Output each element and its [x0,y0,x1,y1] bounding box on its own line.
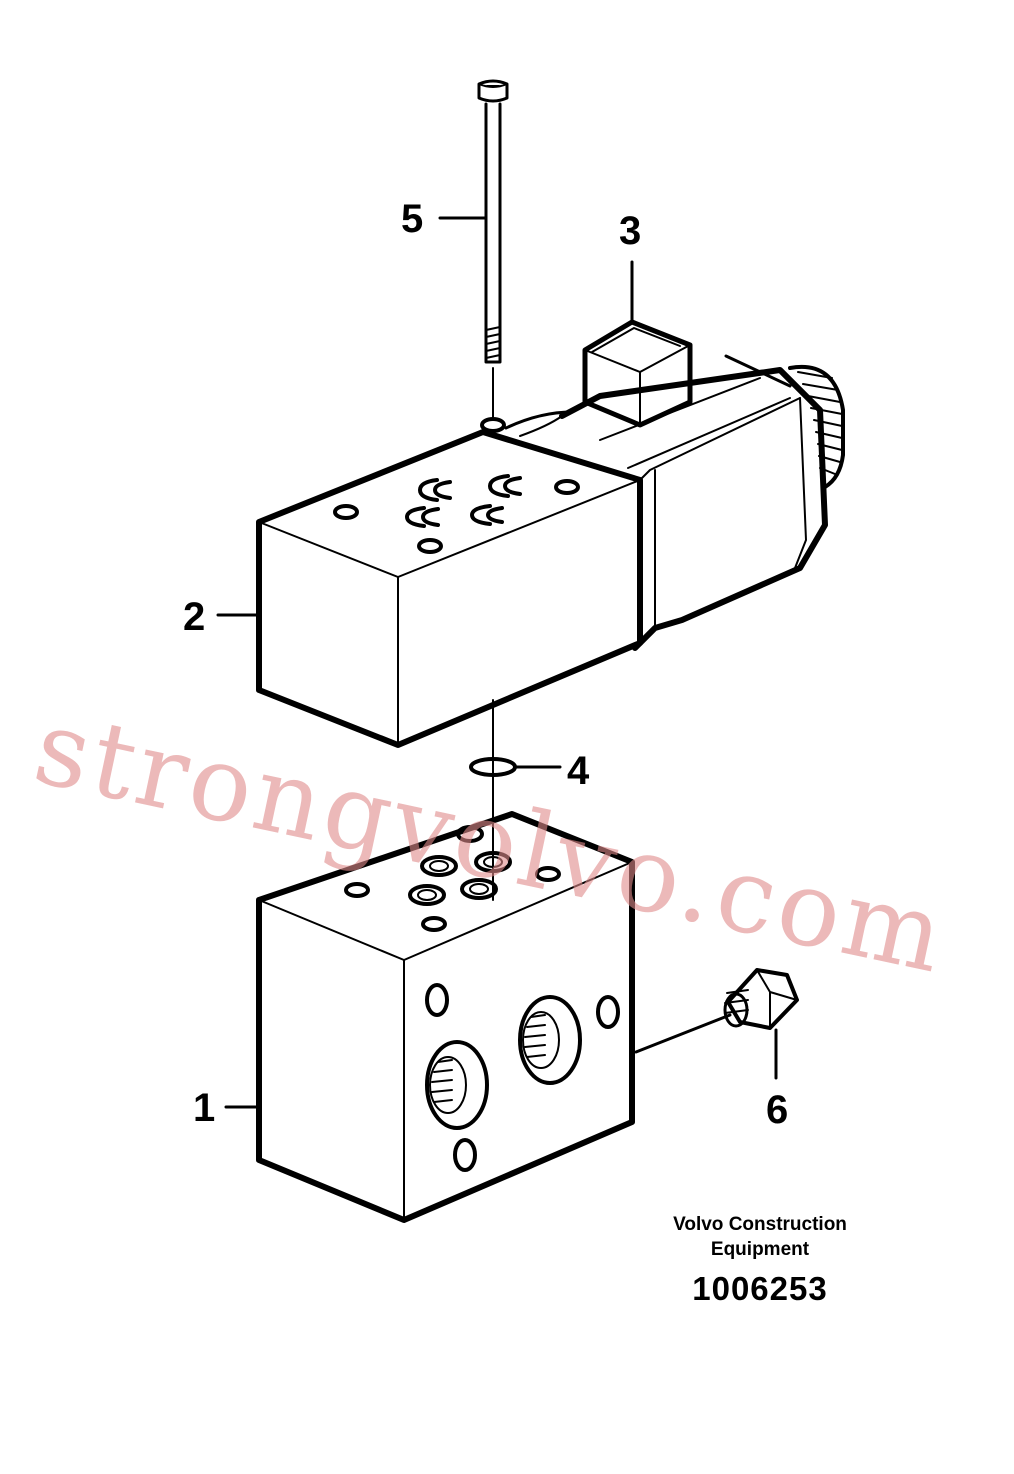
part-number: 1006253 [692,1270,828,1307]
callout-6: 6 [766,1088,788,1132]
callout-4: 4 [567,749,590,793]
bolt-part [477,79,509,421]
manufacturer-line-1: Volvo Construction [673,1214,847,1235]
connector-part [582,319,693,428]
manufacturer-label: Volvo Construction Equipment [640,1212,880,1262]
leader-lines [216,216,778,1109]
manufacturer-line-2: Equipment [710,1239,810,1260]
callout-5: 5 [401,197,423,241]
valve-housing-part [256,811,635,1223]
solenoid-valve-part [256,354,845,748]
plug-part [634,968,799,1054]
callout-2: 2 [183,595,205,639]
watermark-text: strongvolvo.com [25,685,958,997]
callout-1: 1 [193,1086,215,1130]
callout-3: 3 [619,209,641,253]
